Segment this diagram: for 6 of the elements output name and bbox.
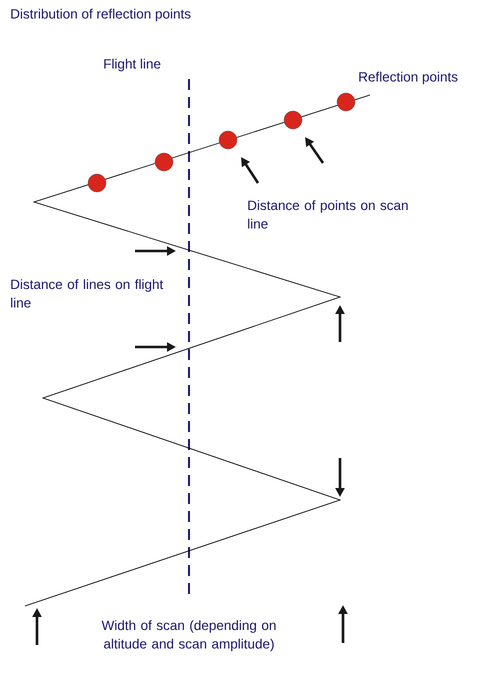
label: Flight line — [104, 58, 160, 72]
label: Reflection points — [359, 72, 458, 84]
label: Distance of lines on flight line — [11, 279, 164, 308]
label: Distance of points on scan line — [248, 200, 408, 229]
label: Width of scan (depending on altitude and scan amplitude) — [102, 620, 276, 652]
title: Distribution of reflection points — [11, 8, 191, 22]
